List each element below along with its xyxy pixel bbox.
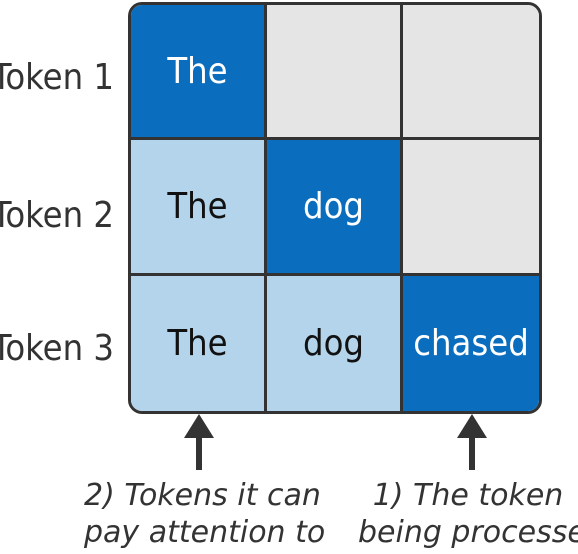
caption-line: pay attention to (84, 515, 326, 550)
row-label-token-3: Token 3 (0, 328, 114, 369)
grid-cell: dog (267, 275, 403, 411)
grid-cell: The (131, 275, 267, 411)
arrow-up-icon (184, 414, 214, 470)
grid-cell: dog (267, 140, 403, 276)
row-label-token-1: Token 1 (0, 57, 114, 98)
row-label-token-2: Token 2 (0, 195, 114, 236)
grid-cell (403, 5, 539, 141)
attention-grid: The The dog The dog chased (128, 2, 542, 414)
caption-line: 2) Tokens it can (84, 478, 321, 513)
grid-cell: The (131, 140, 267, 276)
caption-line: 1) The token (372, 478, 564, 513)
grid-cell: The (131, 5, 267, 141)
caption-line: being processed (358, 515, 578, 550)
grid-cell (403, 140, 539, 276)
grid-cell: chased (403, 275, 539, 411)
arrow-up-icon (457, 414, 487, 470)
grid-cell (267, 5, 403, 141)
caption-current-token: 1) The token being processed (358, 477, 578, 551)
caption-attendable-tokens: 2) Tokens it can pay attention to (84, 477, 326, 551)
